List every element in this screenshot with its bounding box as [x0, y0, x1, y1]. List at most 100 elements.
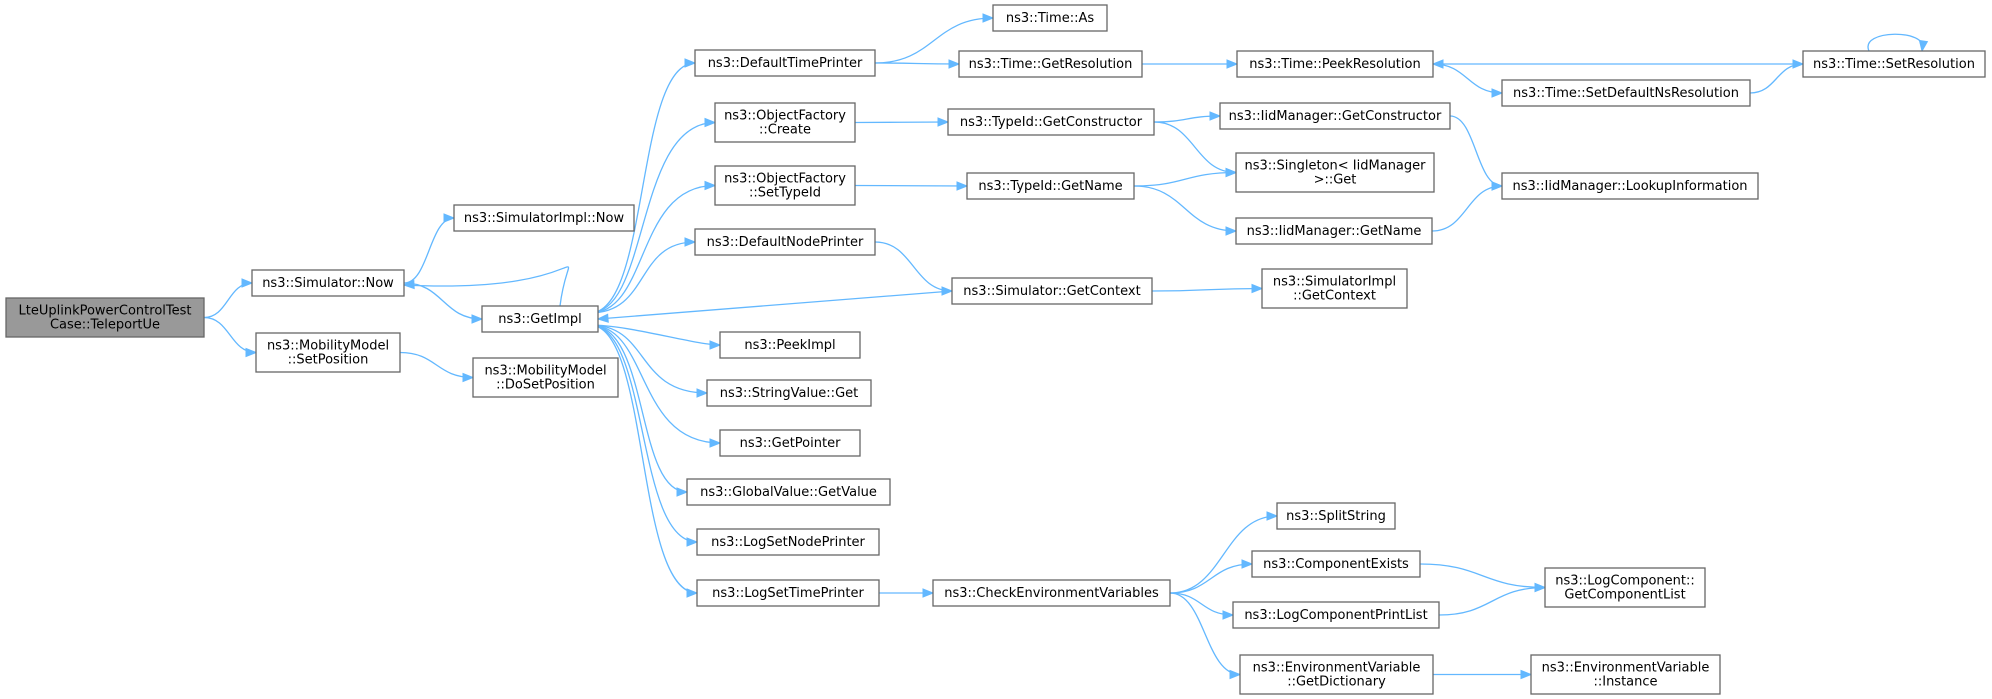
node-box: [719, 331, 861, 359]
node-box: [472, 357, 619, 398]
node-splitstring[interactable]: ns3::SplitString: [1276, 502, 1396, 530]
node-deftimeprinter[interactable]: ns3::DefaultTimePrinter: [694, 49, 876, 77]
node-gvgetvalue[interactable]: ns3::GlobalValue::GetValue: [686, 478, 891, 506]
edge-line: [874, 17, 994, 64]
node-defnodeprinter[interactable]: ns3::DefaultNodePrinter: [694, 228, 876, 256]
edge-arrowhead: [1225, 226, 1238, 236]
edge-arrowhead: [709, 340, 722, 350]
node-box: [1802, 50, 1986, 78]
node-label: ns3::CheckEnvironmentVariables: [944, 586, 1159, 601]
node-label: ns3::ObjectFactory: [724, 109, 846, 124]
node-ofsettypeid[interactable]: ns3::ObjectFactory::SetTypeId: [714, 165, 856, 206]
node-simnow[interactable]: ns3::Simulator::Now: [251, 269, 405, 297]
node-timepeekres[interactable]: ns3::Time::PeekResolution: [1236, 50, 1434, 78]
call-edge-getimpl-to-peekimpl: [589, 324, 722, 350]
node-getpointer[interactable]: ns3::GetPointer: [719, 429, 861, 457]
call-edge-checkenv-to-compexists: [1169, 559, 1254, 594]
call-edge-teleport-to-mmsetpos: [203, 316, 258, 358]
node-label: ns3::IidManager::GetConstructor: [1229, 109, 1442, 124]
call-edge-logsettime-to-checkenv: [879, 588, 935, 598]
node-getimpl[interactable]: ns3::GetImpl: [481, 305, 599, 333]
node-logcompprint[interactable]: ns3::LogComponentPrintList: [1232, 601, 1440, 629]
call-edge-mmsetpos-to-mmdoset: [399, 351, 475, 383]
edge-arrowhead: [684, 58, 697, 68]
edge-arrowhead: [937, 117, 950, 127]
node-mmsetpos[interactable]: ns3::MobilityModel::SetPosition: [255, 332, 401, 373]
edge-line: [403, 217, 455, 284]
node-iidlookup[interactable]: ns3::IidManager::LookupInformation: [1501, 172, 1759, 200]
edge-arrowhead: [1229, 669, 1242, 680]
node-label: ns3::Time::PeekResolution: [1249, 57, 1420, 72]
node-box: [1501, 172, 1759, 200]
edge-line: [589, 184, 716, 314]
node-teleport[interactable]: LteUplinkPowerControlTestCase::TeleportU…: [5, 297, 205, 338]
node-singletonget[interactable]: ns3::Singleton< IidManager >::Get: [1235, 152, 1435, 193]
node-checkenv[interactable]: ns3::CheckEnvironmentVariables: [932, 579, 1171, 607]
call-edge-typeidgetctor-to-iidgetctor: [1153, 111, 1222, 123]
edge-arrowhead: [686, 588, 699, 598]
node-typeidgetname[interactable]: ns3::TypeId::GetName: [966, 172, 1135, 200]
node-iidgetctor[interactable]: ns3::IidManager::GetConstructor: [1219, 102, 1451, 130]
edge-arrowhead: [684, 237, 697, 247]
node-box: [966, 172, 1135, 200]
edge-line: [874, 62, 960, 65]
node-label: ::DoSetPosition: [496, 378, 595, 393]
node-label: ns3::LogComponentPrintList: [1244, 608, 1427, 623]
node-iidgetname[interactable]: ns3::IidManager::GetName: [1235, 217, 1433, 245]
node-typeidgetctor[interactable]: ns3::TypeId::GetConstructor: [947, 108, 1155, 136]
node-timeas[interactable]: ns3::Time::As: [992, 4, 1108, 32]
node-envgetdict[interactable]: ns3::EnvironmentVariable::GetDictionary: [1239, 654, 1434, 695]
node-simgetcontext[interactable]: ns3::Simulator::GetContext: [951, 277, 1153, 305]
node-label: ::GetDictionary: [1287, 675, 1386, 690]
edge-arrowhead: [471, 314, 484, 324]
call-edge-simgetcontext-to-getimpl: [596, 290, 953, 323]
node-logsetnode[interactable]: ns3::LogSetNodePrinter: [696, 528, 880, 556]
node-label: ns3::GlobalValue::GetValue: [700, 485, 877, 500]
edge-arrowhead: [696, 388, 709, 398]
call-edge-getimpl-to-simnow: [402, 266, 570, 307]
node-label: ns3::TypeId::GetName: [978, 179, 1122, 194]
node-strvalget[interactable]: ns3::StringValue::Get: [706, 379, 872, 407]
call-edge-getimpl-to-logsettime: [589, 324, 699, 598]
node-mmdoset[interactable]: ns3::MobilityModel::DoSetPosition: [472, 357, 619, 398]
node-timegetres[interactable]: ns3::Time::GetResolution: [958, 50, 1143, 78]
call-edge-checkenv-to-logcompprint: [1169, 592, 1235, 620]
edge-arrowhead: [1534, 582, 1547, 593]
call-edge-getimpl-to-defnodeprinter: [589, 237, 697, 314]
node-label: ns3::SimulatorImpl: [1273, 275, 1396, 290]
call-edge-iidgetname-to-iidlookup: [1431, 181, 1504, 232]
call-edge-timesetres-to-timesetres: [1867, 33, 1929, 53]
call-edge-teleport-to-simnow: [203, 278, 254, 319]
edge-line: [589, 121, 716, 314]
call-edge-checkenv-to-splitstring: [1169, 511, 1279, 594]
node-simimplgetctx[interactable]: ns3::SimulatorImpl::GetContext: [1261, 268, 1408, 309]
node-label: ns3::StringValue::Get: [720, 386, 858, 401]
node-box: [951, 277, 1153, 305]
edge-line: [403, 266, 570, 307]
edge-arrowhead: [1520, 669, 1533, 680]
edge-line: [1133, 171, 1237, 187]
node-logcompgetlist[interactable]: ns3::LogComponent::GetComponentList: [1544, 567, 1706, 608]
edge-line: [1419, 563, 1546, 589]
call-edge-logcompprint-to-logcompgetlist: [1438, 582, 1547, 616]
node-label: ns3::LogSetNodePrinter: [711, 535, 865, 550]
node-box: [1239, 654, 1434, 695]
node-ofcreate[interactable]: ns3::ObjectFactory::Create: [714, 102, 856, 143]
node-peekimpl[interactable]: ns3::PeekImpl: [719, 331, 861, 359]
edge-arrowhead: [1266, 511, 1279, 521]
node-label: ns3::SplitString: [1286, 509, 1386, 524]
node-simimplnow[interactable]: ns3::SimulatorImpl::Now: [453, 204, 635, 232]
node-box: [1544, 567, 1706, 608]
node-box: [1235, 217, 1433, 245]
node-timesetdefns[interactable]: ns3::Time::SetDefaultNsResolution: [1501, 79, 1751, 107]
node-box: [481, 305, 599, 333]
node-envinstance[interactable]: ns3::EnvironmentVariable::Instance: [1530, 654, 1721, 695]
node-compexists[interactable]: ns3::ComponentExists: [1251, 550, 1421, 578]
node-label: ns3::SimulatorImpl::Now: [464, 211, 625, 226]
node-timesetres[interactable]: ns3::Time::SetResolution: [1802, 50, 1986, 78]
node-box: [696, 579, 880, 607]
edge-arrowhead: [462, 372, 475, 383]
node-box: [714, 102, 856, 143]
node-logsettime[interactable]: ns3::LogSetTimePrinter: [696, 579, 880, 607]
